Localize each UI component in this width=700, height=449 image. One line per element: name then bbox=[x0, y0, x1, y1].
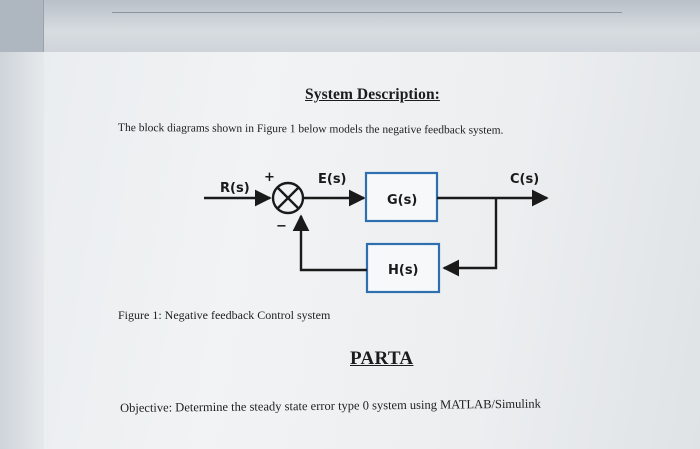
plus-sign: + bbox=[264, 170, 275, 185]
figure-caption: Figure 1: Negative feedback Control syst… bbox=[118, 308, 331, 322]
summing-junction bbox=[271, 181, 305, 215]
forward-block-label: G(s) bbox=[387, 193, 417, 208]
page-edge bbox=[0, 0, 44, 52]
input-label: R(s) bbox=[220, 181, 250, 196]
previous-page-strip bbox=[0, 0, 700, 52]
block-diagram: R(s) + E(s) G(s) C(s) − H(s) bbox=[190, 160, 570, 305]
section-heading: System Description: bbox=[305, 86, 440, 103]
page-margin-shadow bbox=[0, 52, 44, 449]
feedback-block-label: H(s) bbox=[388, 263, 419, 278]
header-rule bbox=[112, 12, 622, 13]
feedback-return-line bbox=[292, 214, 367, 272]
document-page bbox=[0, 52, 700, 449]
forward-block bbox=[364, 171, 439, 223]
feedback-takeoff-line bbox=[442, 198, 498, 277]
feedback-block bbox=[365, 242, 441, 294]
output-label: C(s) bbox=[510, 172, 539, 187]
block-diagram-svg: R(s) + E(s) G(s) C(s) − H(s) bbox=[204, 170, 549, 294]
error-label: E(s) bbox=[318, 172, 347, 187]
part-title: PARTA bbox=[350, 348, 414, 369]
minus-sign: − bbox=[276, 219, 287, 234]
